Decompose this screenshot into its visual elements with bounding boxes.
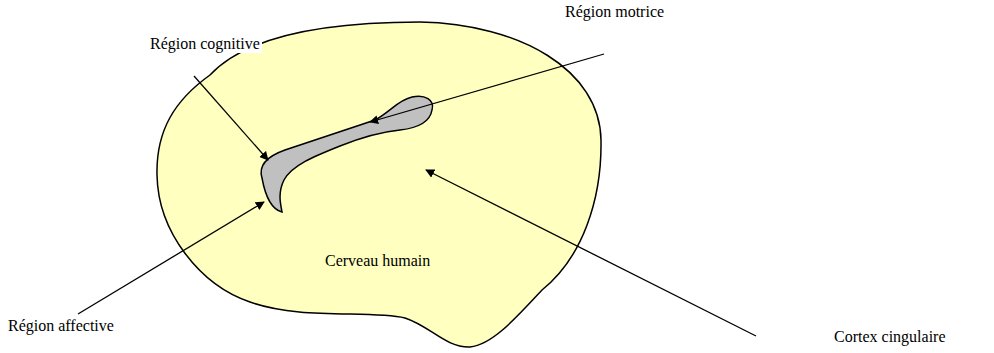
callout-label: Région cognitive: [148, 34, 262, 53]
leader-arrow: [194, 76, 268, 160]
brain-outline: Cerveau humain: [155, 20, 605, 350]
region-name: Cerveau humain: [325, 251, 430, 270]
cingulate-cortex-shape: [261, 96, 432, 212]
leader-arrow: [78, 202, 264, 314]
brain-shape: [157, 22, 601, 347]
brain-illustration: [155, 20, 605, 350]
callout-label: Cortex cingulaire: [832, 327, 948, 346]
leader-arrow: [426, 170, 756, 336]
callout-label: Région affective: [6, 316, 116, 335]
leader-arrow: [370, 54, 604, 122]
callout-label: Région motrice: [563, 2, 666, 21]
